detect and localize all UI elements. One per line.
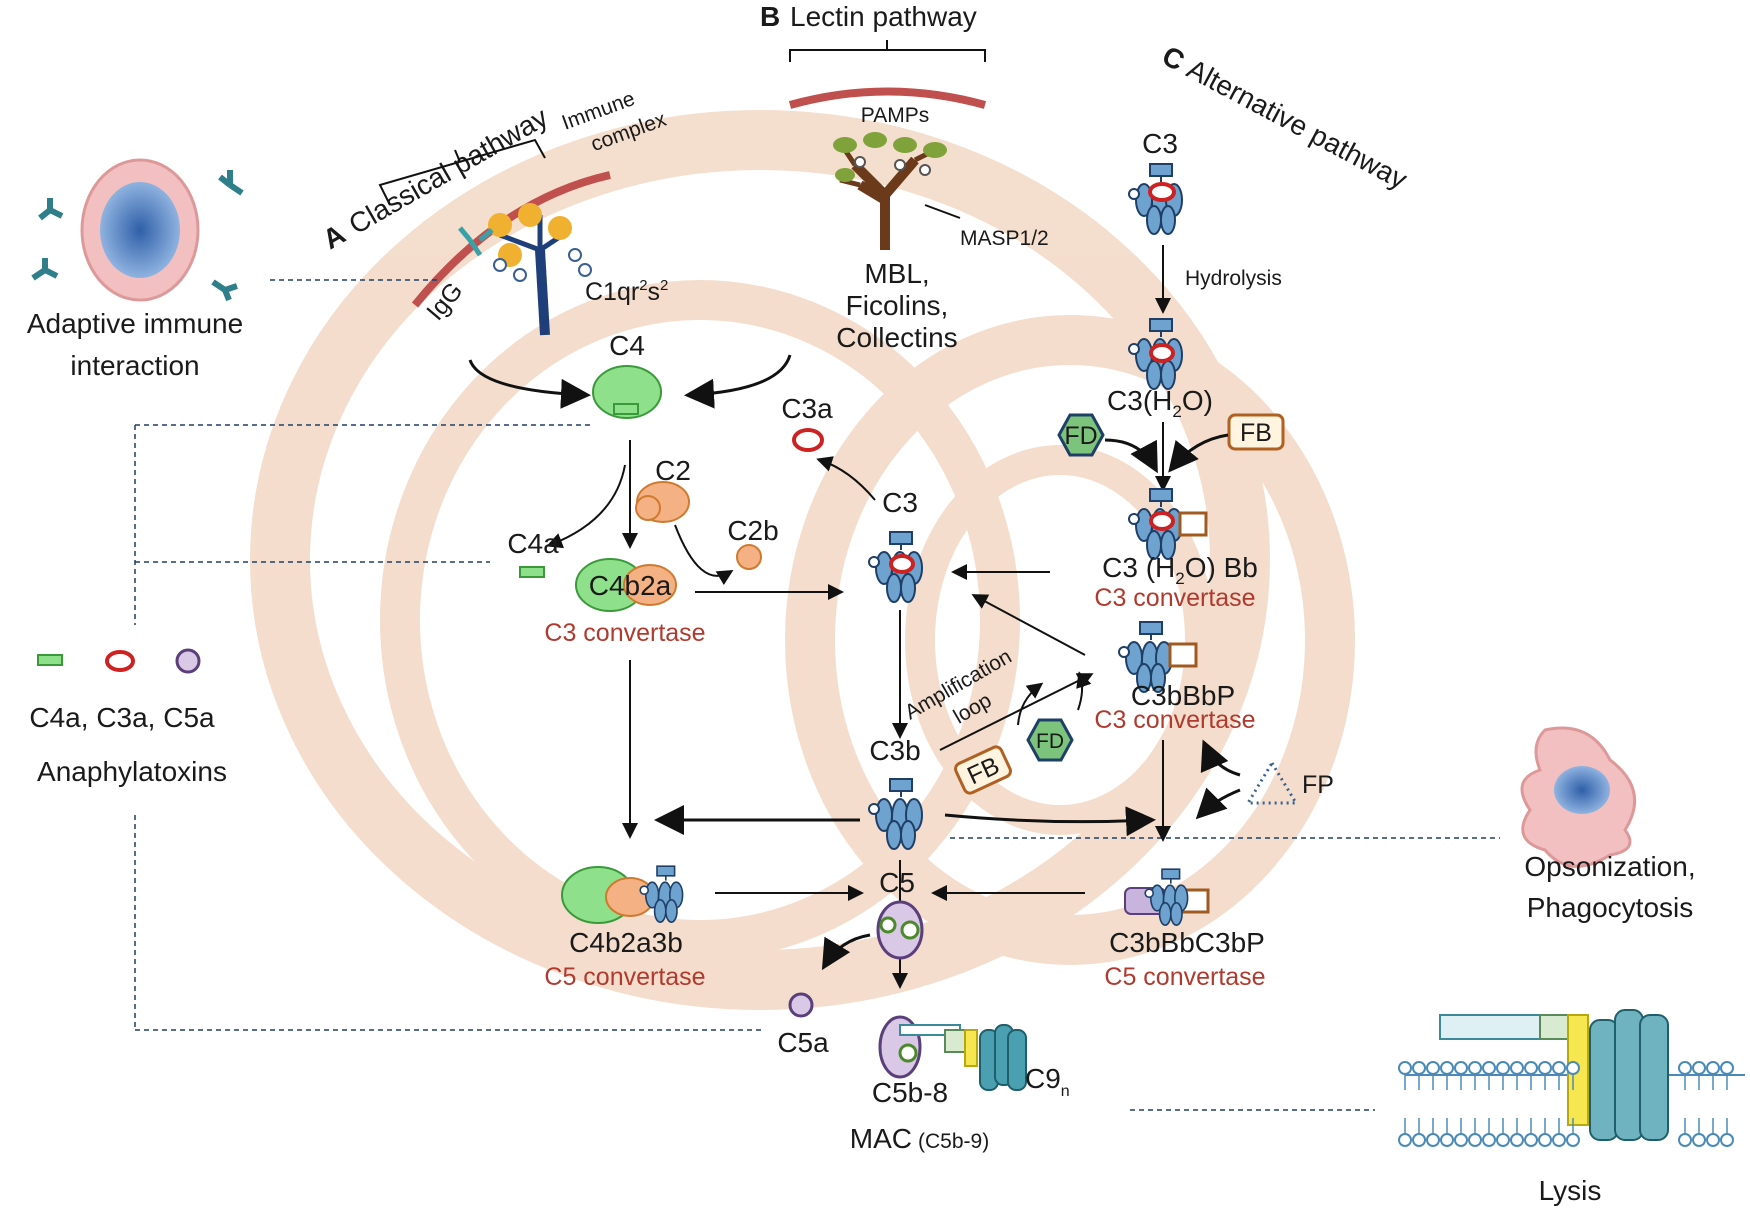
c5-label: C5 [879, 867, 915, 898]
c3-alt-label: C3 [1142, 128, 1178, 159]
c3-convertase-alt-2: C3 convertase [1094, 706, 1255, 734]
c4a-label: C4a [507, 528, 559, 559]
fd-hex-alt: FD [1057, 413, 1105, 457]
classical-bracket [378, 138, 546, 206]
c1-complex [458, 203, 592, 336]
c4b2a3b-label: C4b2a3b [569, 927, 683, 958]
c3-alt-molecule [1128, 163, 1183, 235]
phagocyte-icon [1520, 726, 1637, 868]
arrow-classical-to-c4 [468, 359, 591, 409]
c5a-label: C5a [777, 1027, 829, 1058]
adaptive-label-2: interaction [70, 350, 199, 381]
mbl-label-2: Ficolins, [846, 290, 949, 321]
fp-label: FP [1302, 771, 1334, 799]
arrow-lectin-to-c4 [684, 354, 792, 409]
c3bbbp-label: C3bBbP [1131, 680, 1235, 711]
c4a-molecule [519, 566, 545, 578]
c3a-molecule [792, 428, 824, 452]
c3a-label: C3a [781, 393, 833, 424]
c3-convertase-classical: C3 convertase [544, 619, 705, 647]
hydrolysis-label: Hydrolysis [1185, 267, 1282, 290]
anaphylatoxins-list: C4a, C3a, C5a [29, 702, 215, 733]
c3b-label: C3b [869, 735, 920, 766]
c5-convertase-classical: C5 convertase [544, 963, 705, 991]
opsonization-label-2: Phagocytosis [1527, 892, 1694, 923]
lysis-label: Lysis [1539, 1175, 1602, 1206]
mac-sub-label: (C5b-9) [918, 1130, 989, 1153]
membrane-mac-icon [1405, 1009, 1745, 1141]
legend-c5a-icon [175, 648, 201, 674]
c3-convertase-alt-1: C3 convertase [1094, 584, 1255, 612]
anaphylatoxins-title: Anaphylatoxins [37, 756, 227, 787]
svg-text:C: C [1157, 40, 1189, 77]
lectin-name: Lectin pathway [790, 1, 977, 32]
lectin-header: B Lectin pathway PAMPs [760, 1, 987, 127]
svg-text:Alternative pathway: Alternative pathway [1182, 53, 1412, 195]
c5a-molecule [788, 992, 814, 1018]
c3bbbc3bp-label: C3bBbC3bP [1109, 927, 1265, 958]
c3h2o-label: C3(H2O) [1107, 385, 1213, 421]
fd-hex-amp: FD [1026, 718, 1074, 762]
c4-label: C4 [609, 330, 645, 361]
c5-molecule [876, 900, 924, 960]
pamps-membrane [788, 87, 987, 109]
c9-label: C9n [1025, 1063, 1070, 1100]
c3h2obb-molecule [1128, 488, 1208, 560]
mbl-label-3: Collectins [836, 322, 957, 353]
c3-center-molecule [868, 531, 923, 603]
alternative-header: C Alternative pathway [1157, 40, 1412, 195]
masp-label: MASP1/2 [960, 227, 1049, 250]
lectin-letter: B [760, 1, 780, 32]
mac-label: MAC [850, 1123, 912, 1154]
c4b2a-label: C4b2a [589, 570, 672, 601]
c3h2o-molecule [1128, 318, 1183, 390]
mbl-tree-icon [833, 132, 961, 250]
c3h2obb-label: C3 (H2O) Bb [1102, 552, 1258, 588]
lipid-bilayer [1398, 1061, 1734, 1147]
c2b-molecule [736, 544, 762, 570]
fb-box-alt: FB [1227, 413, 1285, 451]
c3bbbp-molecule [1118, 621, 1198, 693]
mac-complex [878, 1015, 1027, 1091]
svg-text:FD: FD [1036, 730, 1064, 753]
svg-text:FB: FB [1240, 419, 1272, 447]
legend-c4a-icon [37, 654, 63, 666]
adaptive-cell-icon [31, 158, 244, 302]
c3-center-label: C3 [882, 487, 918, 518]
dashed-connectors [134, 279, 1500, 1111]
legend-c3a-icon [105, 650, 135, 672]
c4-molecule [592, 365, 662, 419]
mbl-label-1: MBL, [864, 258, 929, 289]
svg-text:FD: FD [1064, 422, 1097, 450]
pamps-label: PAMPs [861, 104, 929, 127]
c2b-label: C2b [727, 515, 778, 546]
c2-label: C2 [655, 455, 691, 486]
adaptive-label-1: Adaptive immune [27, 308, 243, 339]
opsonization-label-1: Opsonization, [1524, 851, 1695, 882]
c1-label: C1qr2s2 [585, 277, 668, 306]
c5-convertase-alternative: C5 convertase [1104, 963, 1265, 991]
c5b8-label: C5b-8 [872, 1077, 948, 1108]
classical-letter: A [318, 218, 351, 255]
